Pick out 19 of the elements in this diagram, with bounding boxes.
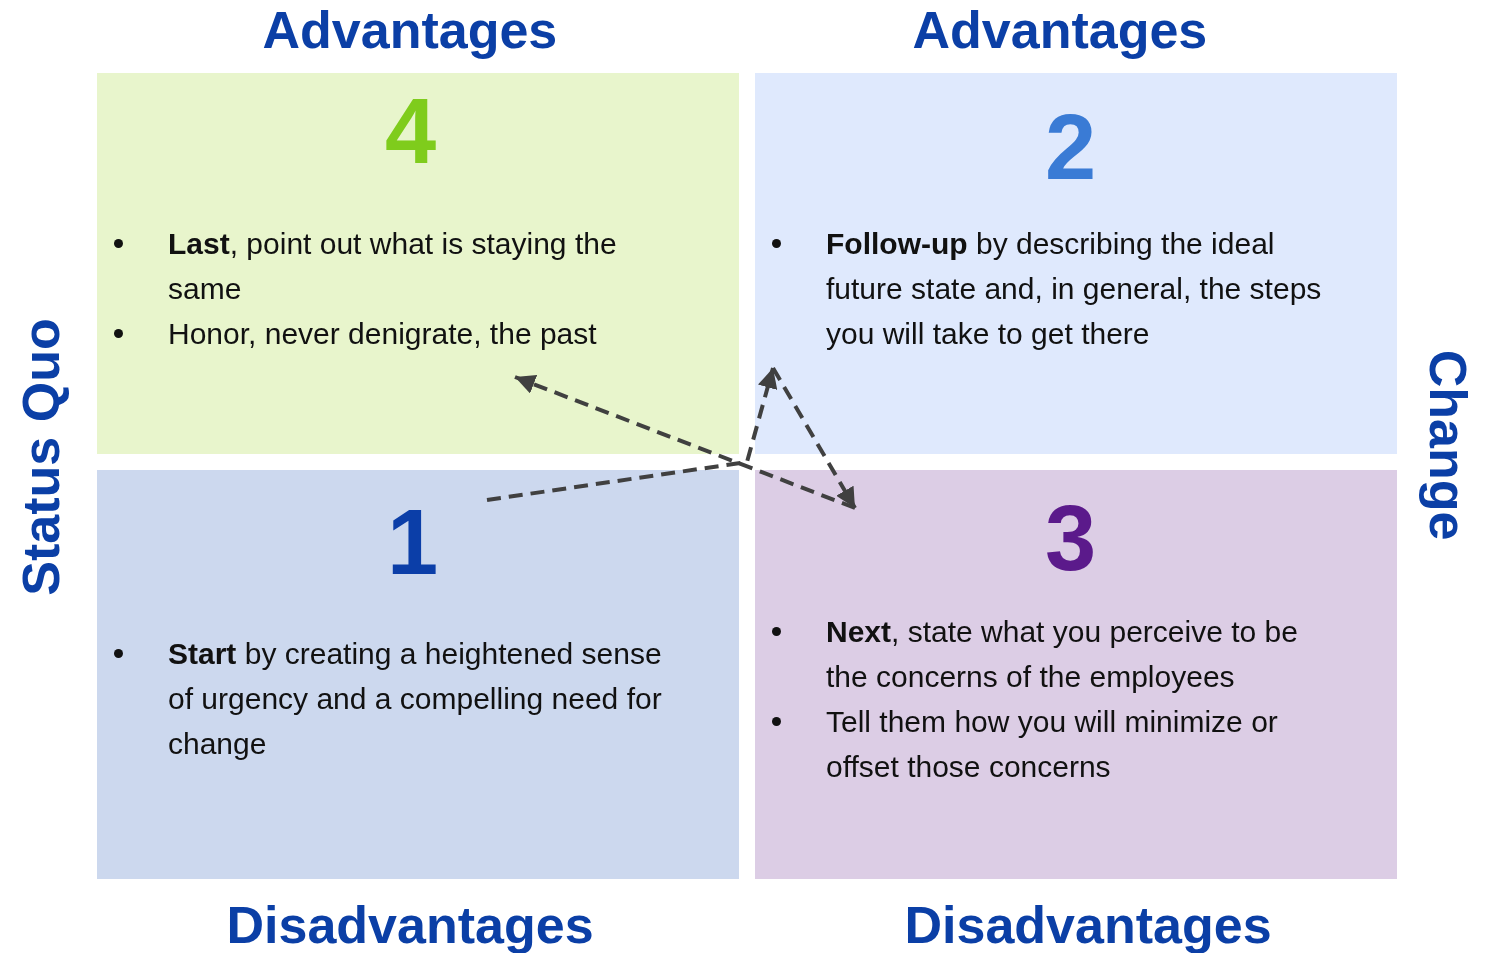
arrow: [486, 367, 778, 502]
step-number: 3: [1045, 492, 1097, 584]
bullet-point: Next, state what you perceive to be the concerns of the employees: [826, 615, 1298, 693]
bullet-point: Last, point out what is staying the same: [168, 227, 617, 305]
quadrant-panel: [755, 73, 1397, 454]
bullet-point: Honor, never denigrate, the past: [168, 317, 597, 350]
bullet-point: Tell them how you will minimize or offset those concerns: [826, 705, 1278, 783]
quadrant-panel: [97, 73, 739, 454]
step-number: 2: [1045, 101, 1097, 193]
quadrant-panel: [755, 470, 1397, 879]
step-number: 4: [385, 85, 437, 177]
axis-label: Status Quo: [14, 318, 67, 596]
bullet-point: Follow-up by describing the ideal future state and, in general, the steps you will take to get there: [826, 227, 1322, 350]
step-number: 1: [387, 496, 439, 588]
bullet-point: Start by creating a heightened sense of urgency and a compelling need for change: [168, 637, 662, 760]
arrow: [771, 367, 857, 509]
axis-label: Change: [1421, 349, 1474, 541]
arrow: [514, 374, 856, 510]
quadrant-panel: [97, 470, 739, 879]
